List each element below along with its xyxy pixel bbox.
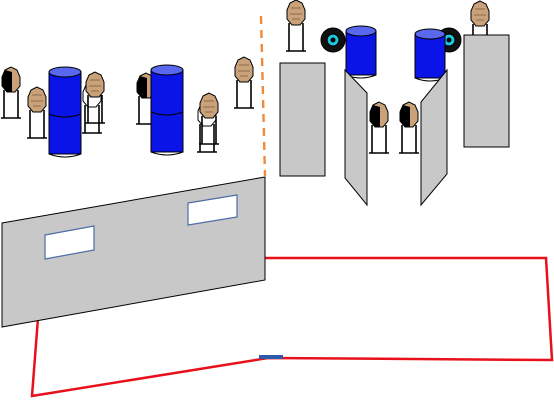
wall-port-left	[44, 225, 95, 260]
paper-target-icon	[0, 66, 22, 119]
paper-target-icon	[26, 86, 48, 139]
fault-line	[30, 256, 554, 398]
wall-angled-right	[420, 68, 448, 207]
paper-target-icon	[84, 71, 106, 124]
wall-port-right	[187, 194, 238, 226]
tire-icon	[320, 27, 346, 53]
barrel-icon	[345, 25, 377, 79]
wall-left-panel	[279, 62, 326, 177]
barrel-icon	[414, 28, 446, 82]
barrel-icon	[150, 64, 184, 156]
paper-target-icon	[285, 0, 307, 52]
start-position-marker	[259, 355, 283, 359]
paper-target-icon	[368, 101, 390, 154]
barrel-icon	[48, 66, 82, 158]
paper-target-icon	[198, 92, 220, 145]
divider-line	[259, 15, 267, 177]
wall-right-panel	[463, 34, 510, 148]
paper-target-icon	[398, 101, 420, 154]
wall-angled-left	[344, 68, 368, 207]
paper-target-icon	[233, 56, 255, 109]
